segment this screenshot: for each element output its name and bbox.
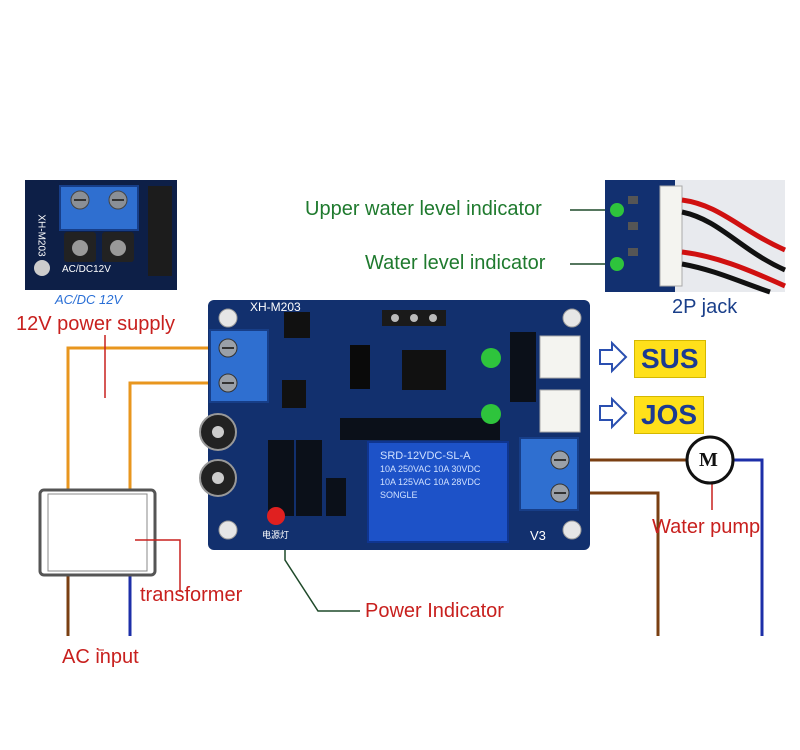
relay-rating-1: 10A 250VAC 10A 30VDC [380,464,481,474]
wire-12v-positive [66,346,215,490]
arrow-jos [599,396,628,430]
power-led-silk: 电源灯 [262,530,290,540]
board-side-label: V3 [530,528,546,543]
relay-brand: SONGLE [380,490,418,500]
relay-rating-2: 10A 125VAC 10A 28VDC [380,477,481,487]
power-supply-label: 12V power supply [16,313,175,335]
leader-transformer [135,539,181,592]
transformer-body [38,488,157,577]
relay-text: SRD-12VDC-SL-A 10A 250VAC 10A 30VDC 10A … [380,450,500,502]
inset-side-label: XH-M203 [35,214,47,257]
water-pump-label: Water pump [652,516,761,538]
relay-model: SRD-12VDC-SL-A [380,450,471,462]
board-model-label: XH-M203 [250,300,301,314]
upper-level-label: Upper water level indicator [305,198,542,220]
power-indicator-label: Power Indicator [365,600,504,622]
water-level-label: Water level indicator [365,252,546,274]
ac-input-label: AC input [62,646,139,668]
wire-pump-blue [733,458,764,636]
inset-silk-label: AC/DC12V [62,264,111,275]
inset-terminal-photo [25,180,177,290]
wire-12v-negative [128,381,215,490]
wire-pump-brown-2 [578,491,660,636]
motor-symbol [685,435,735,485]
arrow-sus [599,340,628,374]
inset-caption: AC/DC 12V [55,292,123,307]
motor-label: M [699,449,718,471]
jack-label: 2P jack [672,296,738,318]
jos-tag: JOS [634,396,705,434]
inset-jack-photo [605,180,787,295]
transformer-label: transformer [140,584,243,606]
sus-tag: SUS [634,340,706,378]
pcb-board [199,300,590,550]
